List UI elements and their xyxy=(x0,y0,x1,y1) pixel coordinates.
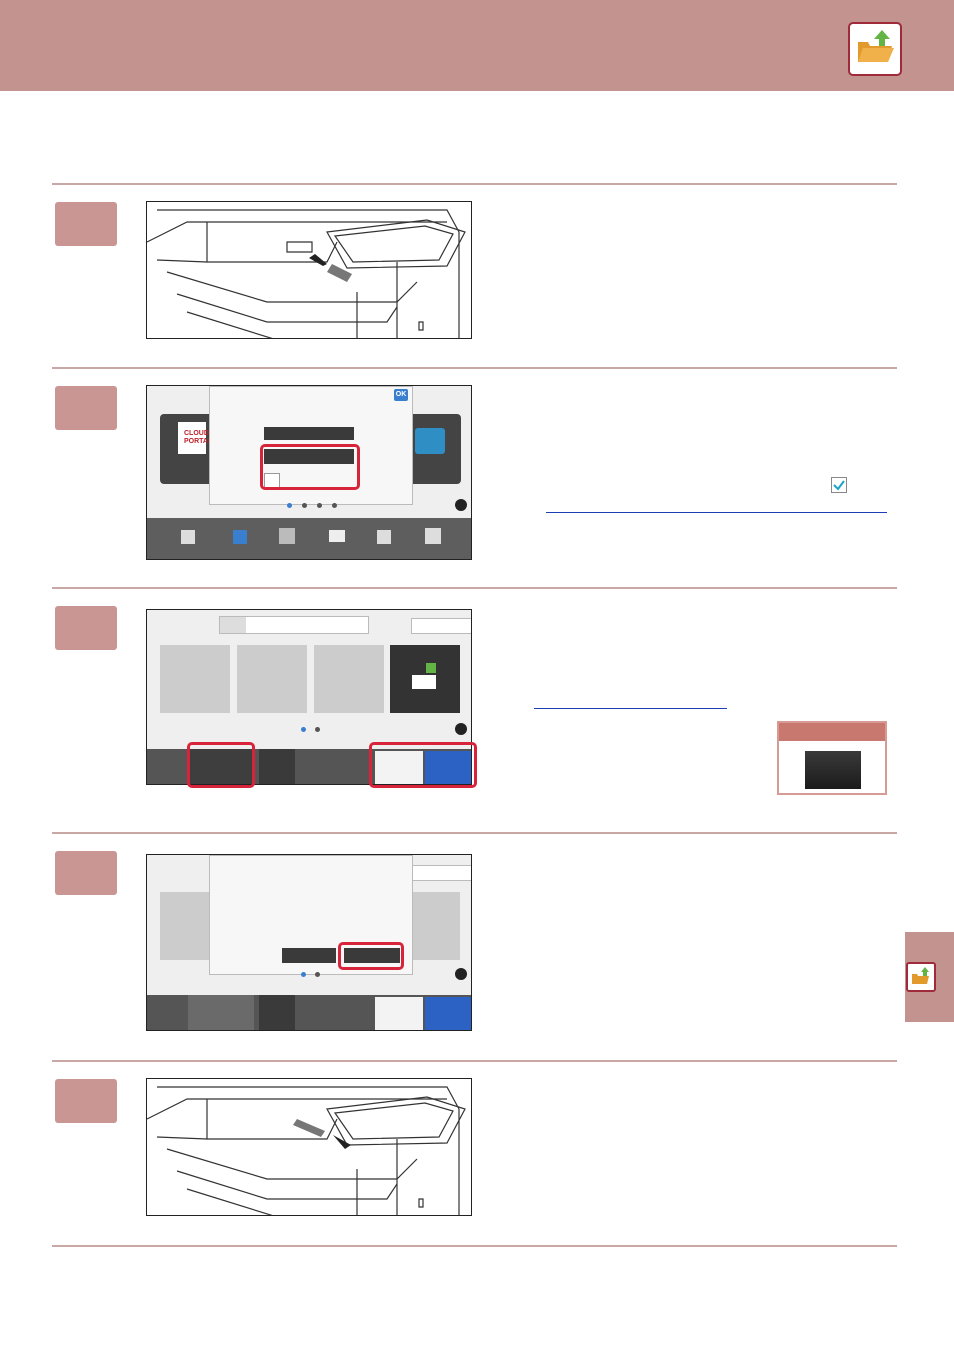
filing-tile[interactable] xyxy=(314,645,384,713)
header-band xyxy=(0,0,954,91)
job-status-icon[interactable] xyxy=(425,528,441,544)
ok-button-label: OK xyxy=(395,391,407,398)
section-divider xyxy=(52,1245,897,1247)
ok-button[interactable]: OK xyxy=(394,389,408,401)
usb-insert-illustration xyxy=(146,201,472,339)
bottom-toolbar xyxy=(147,995,471,1030)
dialog-option-button[interactable] xyxy=(264,449,354,464)
color-start-button[interactable] xyxy=(425,997,471,1030)
filing-tile[interactable] xyxy=(237,645,307,713)
cloud-portal-text: CLOUD PORTAL xyxy=(184,430,213,445)
step-badge-3 xyxy=(55,606,117,650)
brightness-icon[interactable] xyxy=(377,530,391,544)
counter-icon[interactable] xyxy=(329,530,345,542)
page-dot xyxy=(315,972,320,977)
filing-tile[interactable] xyxy=(160,645,230,713)
usb-connected-dialog-screen: CLOUD PORTAL OK xyxy=(146,385,472,560)
page-dot xyxy=(302,503,307,508)
step-badge-1 xyxy=(55,202,117,246)
usb-memory-tile[interactable] xyxy=(390,645,460,713)
confirm-button[interactable] xyxy=(344,948,400,963)
download-arrow-icon xyxy=(426,663,436,673)
next-page-icon[interactable] xyxy=(455,499,467,511)
section-divider xyxy=(52,832,897,834)
hyperlink-underline[interactable] xyxy=(546,512,887,513)
text-size-icon[interactable] xyxy=(233,530,247,544)
next-page-icon[interactable] xyxy=(455,723,467,735)
folder-upload-icon xyxy=(848,22,902,76)
bw-start-button[interactable] xyxy=(375,997,423,1030)
note-box xyxy=(777,721,887,795)
preview-button[interactable] xyxy=(411,865,471,881)
cancel-button[interactable] xyxy=(282,948,336,963)
highlight-frame xyxy=(260,444,360,490)
cloud-portal-logo: CLOUD PORTAL xyxy=(178,422,213,454)
checkmark-icon xyxy=(831,477,847,493)
section-divider xyxy=(52,1060,897,1062)
color-start-button[interactable] xyxy=(425,751,471,784)
fax-icon xyxy=(415,428,445,454)
preview-button[interactable] xyxy=(411,618,471,634)
bottom-toolbar xyxy=(147,749,471,784)
step-badge-5 xyxy=(55,1079,117,1123)
settings-tools-icon[interactable] xyxy=(279,528,295,544)
bw-start-button[interactable] xyxy=(375,751,423,784)
section-divider xyxy=(52,183,897,185)
help-icon[interactable] xyxy=(181,530,195,544)
section-divider xyxy=(52,367,897,369)
hyperlink-underline[interactable] xyxy=(534,708,727,709)
page-dot xyxy=(317,503,322,508)
bottom-toolbar xyxy=(147,518,471,559)
clear-button[interactable] xyxy=(259,749,295,784)
address-field[interactable] xyxy=(219,616,369,634)
page-dot xyxy=(332,503,337,508)
example-button xyxy=(805,751,861,789)
dialog-option-button[interactable] xyxy=(264,427,354,440)
step-badge-4 xyxy=(55,851,117,895)
section-divider xyxy=(52,587,897,589)
confirm-dialog-screen xyxy=(146,854,472,1031)
preview-scan-button[interactable] xyxy=(188,995,254,1030)
folder-upload-icon xyxy=(906,962,936,992)
highlight-frame xyxy=(338,942,404,970)
address-field-button[interactable] xyxy=(220,617,246,633)
page-dot xyxy=(287,503,292,508)
usb-download-icon xyxy=(412,675,436,689)
dialog xyxy=(209,855,413,975)
page-dot xyxy=(301,727,306,732)
clear-button[interactable] xyxy=(259,995,295,1030)
note-box-header xyxy=(779,723,885,741)
highlight-frame xyxy=(369,742,477,788)
highlight-frame xyxy=(187,742,255,788)
preview-scan-button[interactable] xyxy=(188,749,254,784)
page-dot xyxy=(301,972,306,977)
usb-remove-illustration xyxy=(146,1078,472,1216)
next-page-icon[interactable] xyxy=(455,968,467,980)
page-dot xyxy=(315,727,320,732)
step-badge-2 xyxy=(55,386,117,430)
document-filing-select-screen xyxy=(146,609,472,785)
